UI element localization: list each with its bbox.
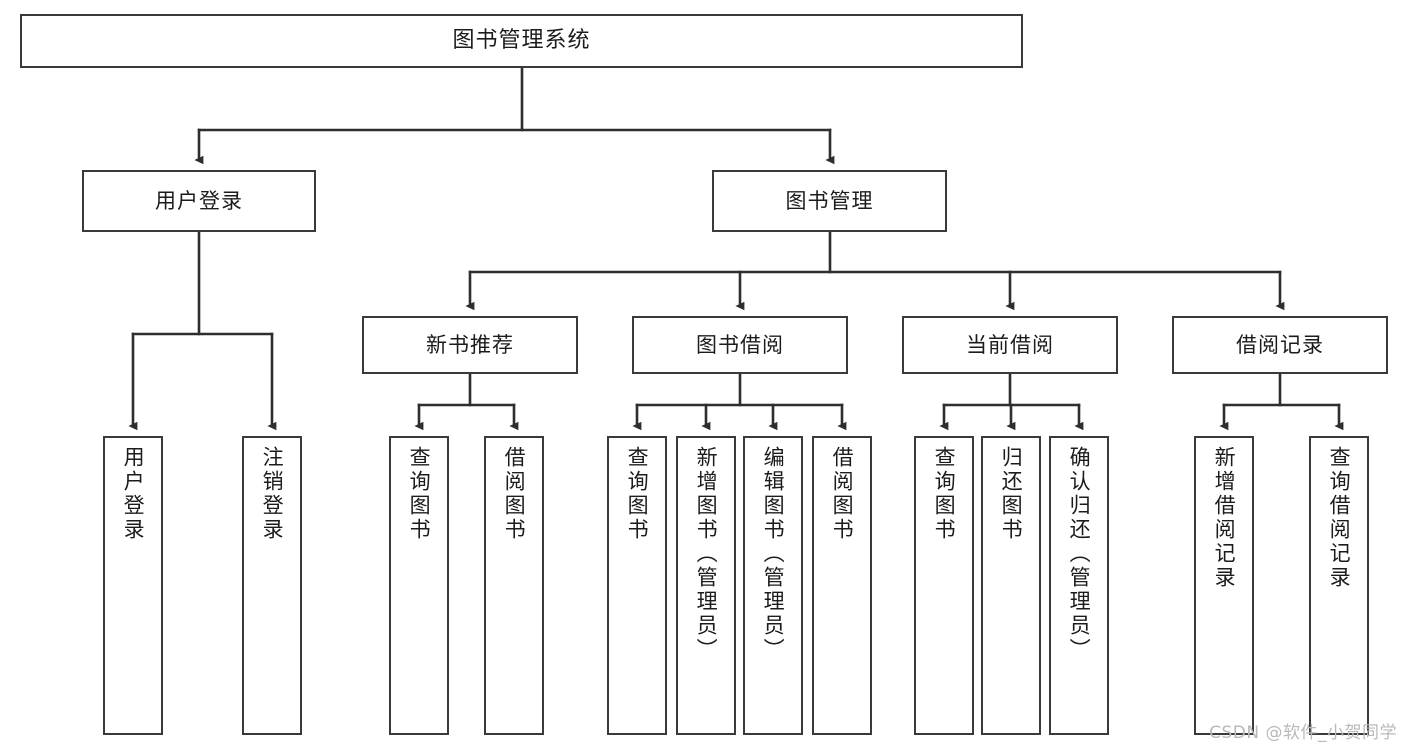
leaf-query-borrow-record[interactable]: 查询借阅记录 (1309, 436, 1369, 735)
watermark: CSDN @软件_小贺同学 (1209, 723, 1397, 743)
leaf-user-login[interactable]: 用户登录 (103, 436, 163, 735)
node-user-login[interactable]: 用户登录 (82, 170, 316, 232)
node-label: 新增图书（管理员） (694, 446, 719, 662)
leaf-query-book-borrow[interactable]: 查询图书 (607, 436, 667, 735)
node-label: 图书管理 (785, 188, 874, 213)
node-label: 归还图书 (999, 446, 1024, 542)
leaf-borrow-book[interactable]: 借阅图书 (812, 436, 872, 735)
node-label: 图书管理系统 (452, 28, 591, 54)
node-label: 新书推荐 (426, 332, 514, 357)
node-label: 注销登录 (260, 446, 285, 542)
node-label: 查询图书 (932, 446, 957, 542)
node-label: 借阅图书 (830, 446, 855, 542)
node-label: 查询图书 (625, 446, 650, 542)
leaf-add-book-admin[interactable]: 新增图书（管理员） (676, 436, 736, 735)
node-label: 查询借阅记录 (1327, 446, 1352, 590)
node-new-book-recommend[interactable]: 新书推荐 (362, 316, 578, 374)
node-label: 查询图书 (407, 446, 432, 542)
node-label: 当前借阅 (966, 332, 1054, 357)
leaf-query-book-new[interactable]: 查询图书 (389, 436, 449, 735)
leaf-query-book-current[interactable]: 查询图书 (914, 436, 974, 735)
node-label: 编辑图书（管理员） (761, 446, 786, 662)
node-label: 借阅图书 (502, 446, 527, 542)
node-label: 借阅记录 (1236, 332, 1324, 357)
leaf-logout[interactable]: 注销登录 (242, 436, 302, 735)
node-current-borrow[interactable]: 当前借阅 (902, 316, 1118, 374)
node-label: 图书借阅 (696, 332, 784, 357)
node-label: 用户登录 (121, 446, 146, 542)
node-borrow-record[interactable]: 借阅记录 (1172, 316, 1388, 374)
node-label: 新增借阅记录 (1212, 446, 1237, 590)
node-book-borrow[interactable]: 图书借阅 (632, 316, 848, 374)
leaf-edit-book-admin[interactable]: 编辑图书（管理员） (743, 436, 803, 735)
node-root-system[interactable]: 图书管理系统 (20, 14, 1023, 68)
leaf-return-book[interactable]: 归还图书 (981, 436, 1041, 735)
leaf-confirm-return-admin[interactable]: 确认归还（管理员） (1049, 436, 1109, 735)
node-label: 确认归还（管理员） (1067, 446, 1092, 662)
leaf-add-borrow-record[interactable]: 新增借阅记录 (1194, 436, 1254, 735)
node-label: 用户登录 (155, 188, 243, 213)
leaf-borrow-book-new[interactable]: 借阅图书 (484, 436, 544, 735)
node-book-management[interactable]: 图书管理 (712, 170, 947, 232)
